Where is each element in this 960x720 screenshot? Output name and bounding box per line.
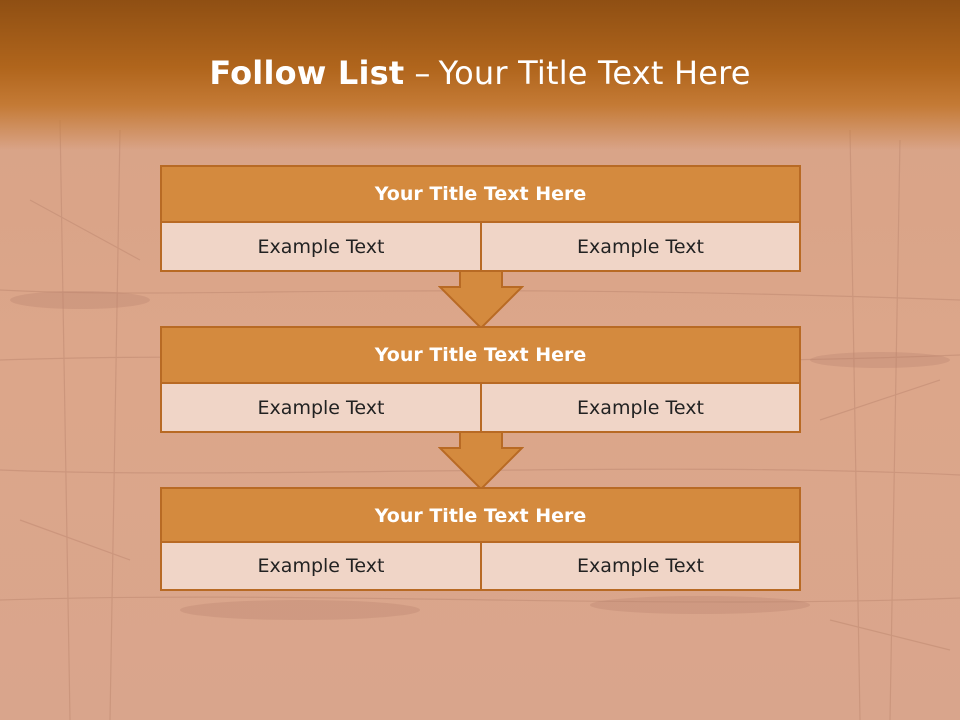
block-cell-left: Example Text	[160, 221, 482, 272]
block-title: Your Title Text Here	[160, 487, 801, 544]
block-title: Your Title Text Here	[160, 165, 801, 223]
block-cell-right: Example Text	[480, 382, 801, 433]
block-cell-left: Example Text	[160, 382, 482, 433]
title-band	[0, 0, 960, 150]
slide-title-dash: –	[414, 54, 431, 92]
block-cell-left: Example Text	[160, 541, 482, 591]
slide-title-bold: Follow List	[209, 54, 405, 92]
slide-title-rest: Your Title Text Here	[438, 54, 751, 92]
arrow-down-icon	[438, 270, 524, 330]
block-title: Your Title Text Here	[160, 326, 801, 384]
arrow-down-icon	[438, 431, 524, 491]
block-cell-right: Example Text	[480, 221, 801, 272]
block-cell-right: Example Text	[480, 541, 801, 591]
slide-title: Follow List–Your Title Text Here	[0, 54, 960, 92]
